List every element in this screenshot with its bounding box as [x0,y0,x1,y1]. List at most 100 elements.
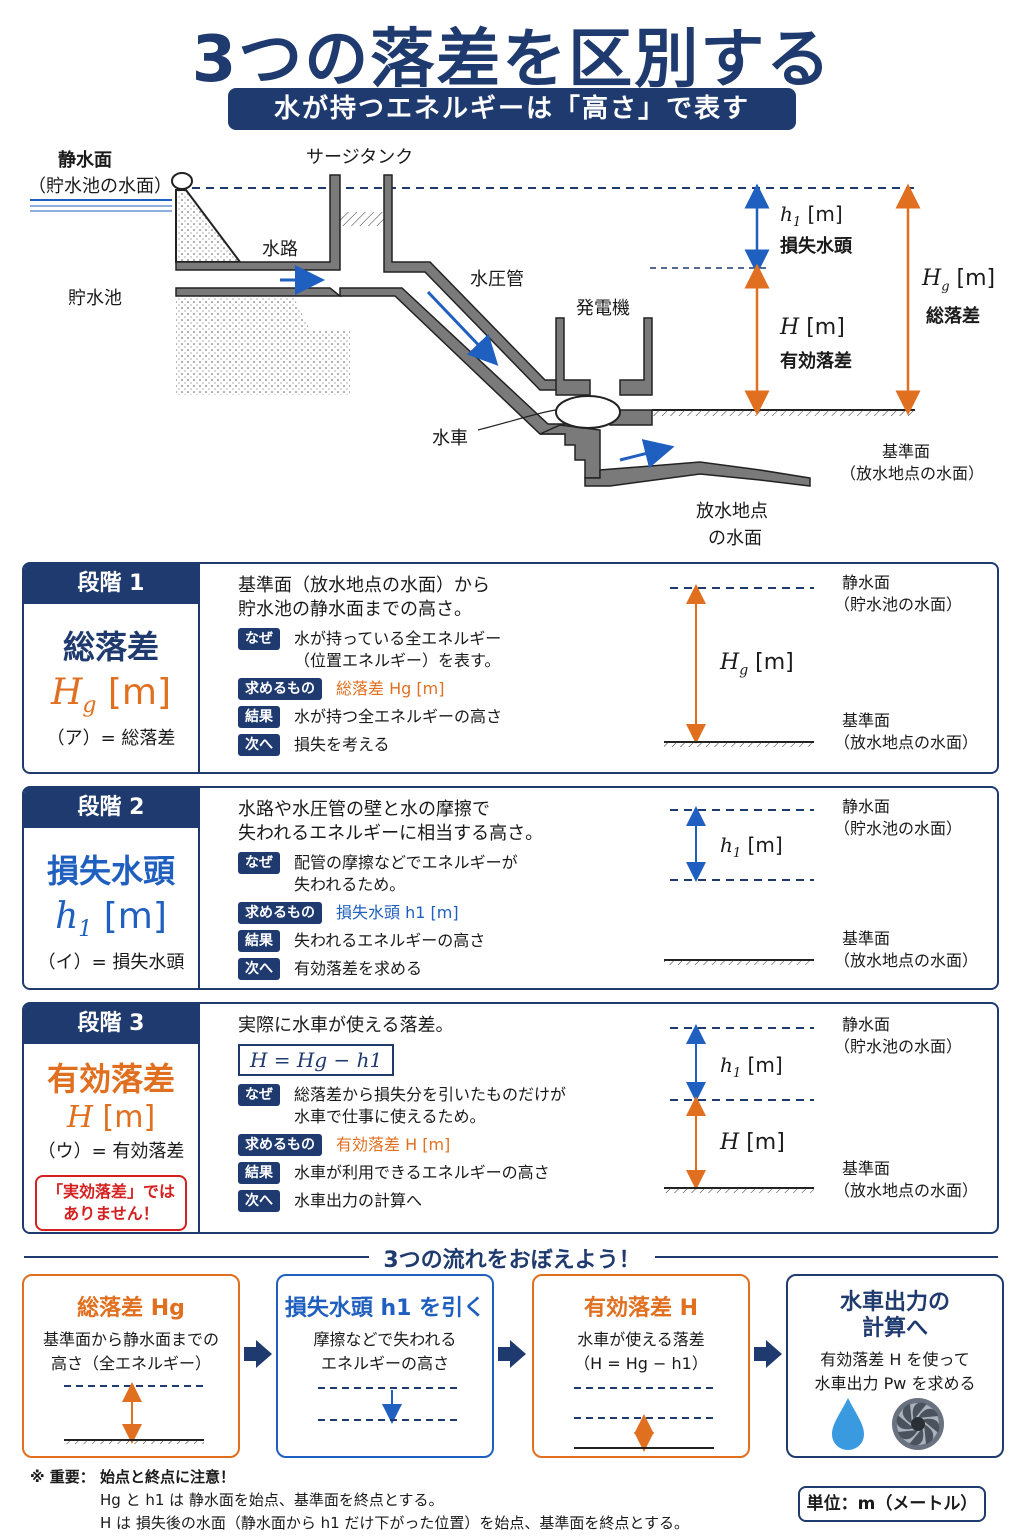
stage-2-desc-1: 水路や水圧管の壁と水の摩擦で [238,799,490,820]
stage-2-mini-diagram: h1 [m] 静水面 （貯水池の水面） 基準面 （放水地点の水面） [634,788,994,988]
label-reservoir: 貯水池 [68,288,122,309]
footnote-line-2: Hg と h1 は 静水面を始点、基準面を終点とする。 [100,1491,444,1509]
flow-box-2-desc: 摩擦などで失われるエネルギーの高さ [313,1330,457,1373]
stage-1-note: （ア）= 総落差 [46,728,176,750]
hydro-diagram: 静水面 （貯水池の水面） サージタンク 水路 貯水池 水圧管 発電機 水車 基準… [0,140,1024,554]
label-H: H [m] [780,315,845,340]
label-headrace: 水路 [262,239,298,260]
footnote-line-1: ※ 重要： 始点と終点に注意！ [30,1468,236,1486]
page-subtitle: 水が持つエネルギーは「高さ」で表す [228,88,796,130]
label-Hg: Hg [m] [922,266,996,295]
label-static-surface-sub: （貯水池の水面） [28,176,172,197]
label-powerhouse: 発電機 [576,298,630,319]
stage-1-card: 段階 1 総落差 Hg [m] （ア）= 総落差 基準面（放水地点の水面）から … [22,562,999,774]
label-turbine: 水車 [432,428,468,449]
flow-box-3: 有効落差 H 水車が使える落差（H = Hg − h1） [532,1274,750,1458]
stage-1-body: 基準面（放水地点の水面）から 貯水池の静水面までの高さ。 なぜ水が持っている全エ… [238,574,638,756]
flow-arrow-icon-3 [754,1340,782,1368]
label-reference-sub: （放水地点の水面） [840,464,985,483]
stage-3-why: なぜ総落差から損失分を引いたものだけが水車で仕事に使えるため。 [238,1084,638,1128]
stage-1-mini-top: 静水面 [842,573,891,592]
stage-1-why: なぜ水が持っている全エネルギー（位置エネルギー）を表す。 [238,628,638,672]
ground-left [176,290,350,395]
flow-box-2-head: 損失水頭 h1 を引く [284,1296,486,1321]
stage-2-head: 段階 2 [24,788,198,828]
label-h1-name: 損失水頭 [780,236,852,257]
stage-3-result: 結果水車が利用できるエネルギーの高さ [238,1162,638,1184]
label-tailrace-1: 放水地点 [696,501,768,522]
label-Hg-name: 総落差 [926,306,980,327]
turbine-shape [555,395,621,429]
stage-3-formula: H = Hg − h1 [238,1044,395,1076]
reservoir-water [30,199,172,212]
stage-2-next: 次へ有効落差を求める [238,958,638,980]
stage-3-mini-bottom: 基準面 [842,1159,891,1178]
flow-box-4-desc: 有効落差 H を使って水車出力 Pw を求める [814,1350,976,1393]
stage-2-body: 水路や水圧管の壁と水の摩擦で 失われるエネルギーに相当する高さ。 なぜ配管の摩擦… [238,798,638,980]
stage-2-card: 段階 2 損失水頭 h1 [m] （イ）= 損失水頭 水路や水圧管の壁と水の摩擦… [22,786,999,990]
stage-2-desc-2: 失われるエネルギーに相当する高さ。 [238,823,544,844]
flow-box-3-desc: 水車が使える落差（H = Hg − h1） [574,1330,708,1373]
penstock [339,287,566,435]
label-static-surface: 静水面 [58,150,112,171]
stage-2-symbol: h1 [m] [55,896,167,943]
label-tailrace-2: の水面 [708,528,762,549]
stage-2-mini-bottom: 基準面 [842,929,891,948]
flow-title: 3つの流れをおぼえよう！ [0,1242,1024,1274]
stage-3-mini-H: H [m] [720,1130,785,1155]
headrace [175,174,341,271]
unit-box: 単位：m（メートル） [798,1486,986,1522]
footnote-line-3: H は 損失後の水面（静水面から h1 だけ下がった位置）を始点、基準面を終点と… [100,1514,689,1532]
flow-box-2: 損失水頭 h1 を引く 摩擦などで失われるエネルギーの高さ [276,1274,494,1458]
stage-3-desc-1: 実際に水車が使える落差。 [238,1015,454,1036]
stage-1-next: 次へ損失を考える [238,734,638,756]
stage-1-mini-top-sub: （貯水池の水面） [834,595,963,614]
hydro-diagram-svg [30,172,921,487]
turbine-icon [892,1398,944,1450]
flow-box-3-head: 有効落差 H [583,1296,699,1321]
label-penstock: 水圧管 [470,269,524,290]
stage-2-mini-sym: h1 [m] [720,833,783,861]
flow-arrow-3 [619,439,675,469]
stage-3-mini-top-sub: （貯水池の水面） [834,1037,963,1056]
stage-2-left: 段階 2 損失水頭 h1 [m] （イ）= 損失水頭 [24,788,200,988]
stage-2-mini-top: 静水面 [842,797,891,816]
label-H-name: 有効落差 [780,351,852,372]
flow-box-4: 水車出力の計算へ 有効落差 H を使って水車出力 Pw を求める [786,1274,1004,1458]
flow-box-4-head: 水車出力の計算へ [839,1290,950,1341]
stage-3-body: 実際に水車が使える落差。 H = Hg − h1 なぜ総落差から損失分を引いたも… [238,1014,638,1212]
label-surge-tank: サージタンク [306,147,414,168]
stage-2-result: 結果失われるエネルギーの高さ [238,930,638,952]
stage-3-card: 段階 3 有効落差 H [m] （ウ）= 有効落差 「実効落差」ではありません！… [22,1002,999,1234]
stage-1-mini-bottom-sub: （放水地点の水面） [834,733,979,752]
stage-2-mini-top-sub: （貯水池の水面） [834,819,963,838]
stage-1-name: 総落差 [62,628,159,666]
stage-1-find: 求めるもの総落差 Hg [m] [238,678,638,700]
stage-3-mini-top: 静水面 [842,1015,891,1034]
stage-1-head: 段階 1 [24,564,198,604]
label-h1: h1 [m] [780,202,843,230]
stage-3-name: 有効落差 [46,1060,175,1098]
tailrace [584,461,811,487]
stage-3-symbol: H [m] [66,1100,156,1135]
stage-1-desc-1: 基準面（放水地点の水面）から [238,575,490,596]
stage-3-next: 次へ水車出力の計算へ [238,1190,638,1212]
stage-1-mini-bottom: 基準面 [842,711,891,730]
label-reference: 基準面 [882,442,931,461]
flow-box-1: 総落差 Hg 基準面から静水面までの高さ（全エネルギー） [22,1274,240,1458]
flow-box-1-desc: 基準面から静水面までの高さ（全エネルギー） [42,1330,219,1373]
stage-1-left: 段階 1 総落差 Hg [m] （ア）= 総落差 [24,564,200,772]
stage-2-name: 損失水頭 [46,852,175,890]
stage-3-head: 段階 3 [24,1004,198,1044]
water-level-marker [171,172,193,190]
stage-2-find: 求めるもの損失水頭 h1 [m] [238,902,638,924]
stage-3-mini-bottom-sub: （放水地点の水面） [834,1181,979,1200]
stage-3-note: （ウ）= 有効落差 [37,1141,185,1162]
stage-2-note: （イ）= 損失水頭 [37,952,185,974]
flow-arrow-icon-1 [244,1340,272,1368]
stage-3-mini-diagram: h1 [m] H [m] 静水面 （貯水池の水面） 基準面 （放水地点の水面） [634,1004,994,1232]
stage-3-warning: 「実効落差」ではありません！ [35,1175,187,1231]
stage-3-left: 段階 3 有効落差 H [m] （ウ）= 有効落差 「実効落差」ではありません！ [24,1004,200,1232]
water-drop-icon [832,1398,864,1450]
stage-1-desc-2: 貯水池の静水面までの高さ。 [238,599,472,620]
